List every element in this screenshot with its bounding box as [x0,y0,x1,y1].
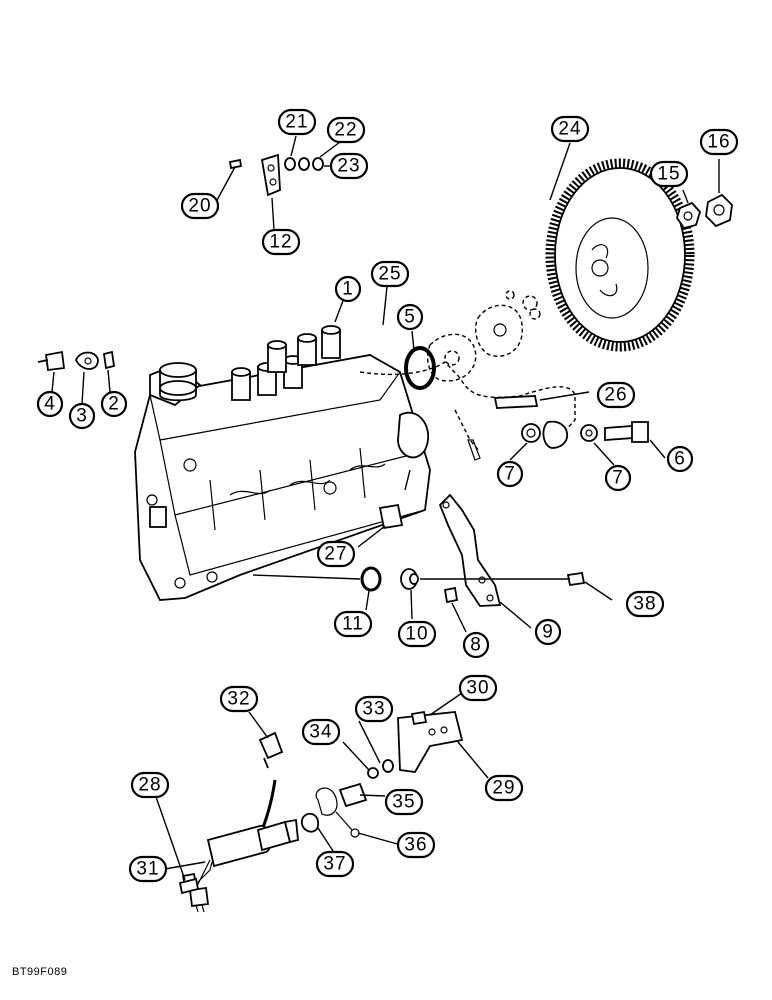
callout-27: 27 [316,540,356,568]
callout-4: 4 [36,390,64,418]
callout-25: 25 [370,260,410,288]
callout-33: 33 [354,695,394,723]
bracket-group-12 [228,153,324,197]
svg-text:26: 26 [604,385,627,406]
callout-20: 20 [180,192,220,220]
svg-text:7: 7 [612,468,624,489]
svg-text:21: 21 [285,112,308,133]
svg-text:27: 27 [324,544,347,565]
svg-text:31: 31 [136,859,159,880]
callout-10: 10 [397,620,437,648]
leader-lines [51,135,720,881]
callout-29: 29 [484,774,524,802]
callout-7-right: 7 [604,464,632,492]
svg-text:12: 12 [269,232,292,253]
callout-26: 26 [596,381,636,409]
plug-27 [378,503,404,530]
pump-drive-gear [545,158,695,352]
part-illustrations [37,153,733,913]
svg-text:32: 32 [227,689,250,710]
callout-7-left: 7 [496,460,524,488]
svg-text:35: 35 [392,792,415,813]
pump-hub [427,290,541,382]
callout-22: 22 [326,116,366,144]
svg-text:24: 24 [558,119,581,140]
callout-35: 35 [384,788,424,816]
svg-text:4: 4 [44,394,56,415]
delivery-valve-holders [231,325,341,401]
callout-24: 24 [550,115,590,143]
callout-31: 31 [128,855,168,883]
callouts: 1 2 3 4 5 6 7 7 8 9 10 11 12 15 16 20 21… [36,108,739,883]
callout-21: 21 [277,108,317,136]
svg-text:10: 10 [405,624,428,645]
svg-text:16: 16 [707,132,730,153]
o-ring [404,346,436,390]
callout-37: 37 [315,850,355,878]
injection-pump-body [134,354,431,601]
svg-text:5: 5 [404,307,416,328]
callout-5: 5 [396,303,424,331]
callout-2: 2 [100,390,128,418]
callout-15: 15 [649,160,689,188]
callout-11: 11 [333,610,373,638]
figure-code: BT99F089 [12,966,68,978]
callout-34: 34 [301,718,341,746]
svg-text:36: 36 [404,835,427,856]
callout-30: 30 [458,674,498,702]
svg-text:15: 15 [657,164,680,185]
callout-12: 12 [261,228,301,256]
callout-6: 6 [666,445,694,473]
callout-9: 9 [534,618,562,646]
callout-23: 23 [329,152,369,180]
svg-text:37: 37 [323,854,346,875]
lever-group [360,493,586,607]
svg-text:3: 3 [76,406,88,427]
svg-text:9: 9 [542,622,554,643]
banjo-fitting [493,395,649,449]
svg-text:34: 34 [309,722,332,743]
svg-text:38: 38 [633,594,656,615]
svg-text:28: 28 [138,775,161,796]
svg-text:11: 11 [342,614,364,635]
callout-36: 36 [396,831,436,859]
svg-text:23: 23 [337,156,360,177]
callout-38: 38 [625,590,665,618]
callout-32: 32 [219,685,259,713]
svg-text:8: 8 [470,635,482,656]
callout-1: 1 [334,275,362,303]
callout-16: 16 [699,128,739,156]
svg-text:30: 30 [466,678,489,699]
shutoff-solenoid-assembly [178,710,464,913]
svg-text:22: 22 [334,120,357,141]
svg-text:6: 6 [674,449,686,470]
fitting-parts-2-4 [37,350,116,372]
svg-text:33: 33 [362,699,385,720]
svg-text:1: 1 [342,279,354,300]
gear-nut-washer [676,193,733,230]
svg-text:25: 25 [378,264,401,285]
svg-text:7: 7 [504,464,516,485]
svg-text:20: 20 [188,196,211,217]
svg-text:29: 29 [492,778,515,799]
fuel-line [359,361,576,437]
callout-28: 28 [130,771,170,799]
callout-3: 3 [68,402,96,430]
svg-text:2: 2 [108,394,120,415]
callout-8: 8 [462,631,490,659]
